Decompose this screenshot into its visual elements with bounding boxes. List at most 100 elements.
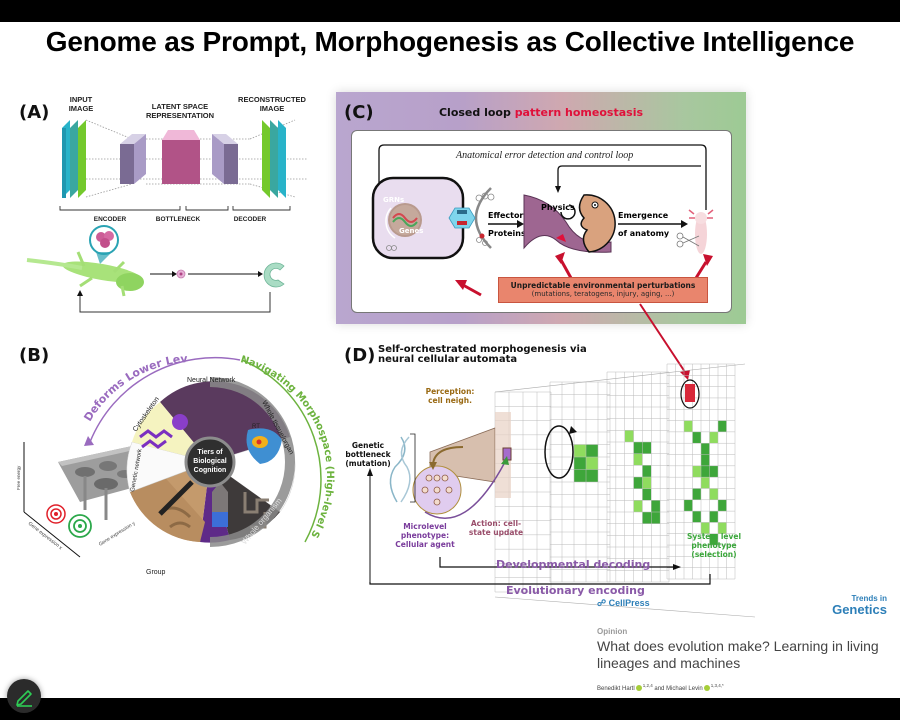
cellpress-icon: ☍ bbox=[597, 598, 607, 608]
grid-cell bbox=[684, 499, 693, 512]
journal-name: Trends in Genetics bbox=[832, 594, 887, 616]
panel-d-title-line2: neural cellular automata bbox=[378, 354, 518, 365]
grid-cell bbox=[709, 488, 718, 500]
salamander-loop bbox=[26, 225, 285, 313]
gene-x-axis: Gene expression x bbox=[27, 521, 64, 552]
input-image-line1: INPUT bbox=[69, 95, 93, 104]
microlevel-label: Microlevel phenotype: Cellular agent bbox=[390, 522, 460, 549]
cellpress-logo: ☍ CellPress bbox=[597, 598, 650, 609]
grid-cell bbox=[718, 522, 727, 534]
genetic-line1: Genetic bbox=[351, 441, 385, 450]
grid-layer bbox=[666, 363, 736, 580]
effector-label: Effector bbox=[488, 211, 523, 220]
grns-label: GRNs bbox=[383, 196, 404, 204]
free-energy-axis: Free energy bbox=[16, 465, 21, 490]
grid-cell bbox=[574, 457, 586, 470]
system-line1: System level bbox=[686, 532, 742, 541]
edit-button[interactable] bbox=[7, 679, 41, 713]
author-1-affil: 1,2,4 bbox=[642, 683, 653, 688]
authors: Benedikt Hartl1,2,4 and Michael Levin1,3… bbox=[597, 683, 724, 692]
grid-cell bbox=[701, 443, 710, 455]
grid-cell bbox=[633, 453, 643, 466]
grid-cell bbox=[651, 512, 661, 524]
segment-neural-network: Neural Network bbox=[187, 377, 236, 384]
developmental-decoding-label: Developmental decoding bbox=[496, 558, 651, 571]
panel-d-title-line1: Self-orchestrated morphogenesis via bbox=[378, 344, 587, 355]
action-line1: Action: cell- bbox=[470, 519, 522, 528]
grid-cell bbox=[642, 442, 652, 454]
article-type: Opinion bbox=[597, 627, 628, 636]
bottleneck-label: BOTTLENECK bbox=[155, 216, 201, 223]
action-line2: state update bbox=[468, 528, 524, 537]
microlevel-line1: Microlevel bbox=[403, 522, 447, 531]
system-level-label: System level phenotype (selection) bbox=[683, 532, 745, 559]
evolutionary-encoding-label: Evolutionary encoding bbox=[506, 584, 645, 597]
tiers-of-cognition-diagram: Deforms Lower Levels Navigating Morphosp… bbox=[6, 332, 335, 576]
grid-cell bbox=[642, 477, 652, 489]
perception-line2: cell neigh. bbox=[428, 396, 472, 405]
genetic-line3: (mutation) bbox=[345, 459, 391, 468]
author-2-affil: 1,3,4,* bbox=[710, 683, 724, 688]
reconstructed-line2: IMAGE bbox=[259, 104, 285, 113]
grid-cell bbox=[642, 488, 652, 501]
grid-cell bbox=[701, 477, 710, 489]
grid-cell bbox=[709, 465, 718, 478]
grid-cell bbox=[701, 522, 710, 534]
latent-label: LATENT SPACE REPRESENTATION bbox=[135, 102, 225, 120]
grid-cell bbox=[701, 465, 710, 478]
encoder-label: ENCODER bbox=[93, 216, 127, 223]
reconstructed-line1: RECONSTRUCTED bbox=[238, 95, 306, 104]
orcid-icon bbox=[635, 685, 642, 692]
microlevel-line3: Cellular agent bbox=[395, 540, 455, 549]
panel-a-label: (A) bbox=[19, 102, 50, 123]
microlevel-line2: phenotype: bbox=[400, 531, 450, 540]
latent-line1: LATENT SPACE bbox=[151, 102, 209, 111]
panel-c-title-highlight: pattern homeostasis bbox=[514, 106, 644, 119]
proteins-label: Proteins bbox=[488, 229, 526, 238]
grid-cell bbox=[586, 444, 598, 457]
grid-cell bbox=[692, 465, 701, 478]
grid-cell bbox=[642, 465, 652, 477]
tiers-line3: Cognition bbox=[194, 467, 227, 474]
publisher-name: CellPress bbox=[608, 598, 650, 608]
perturbation-box: Unpredictable environmental perturbation… bbox=[498, 277, 708, 303]
grid-cell bbox=[684, 420, 693, 432]
panel-c-label: (C) bbox=[344, 102, 374, 123]
grid-cell bbox=[692, 488, 701, 500]
nca-diagram bbox=[367, 363, 756, 618]
system-line2: phenotype bbox=[691, 541, 737, 550]
grid-layer bbox=[606, 371, 670, 583]
grid-cell bbox=[633, 477, 643, 489]
rt-annotation: RT bbox=[252, 424, 260, 430]
grid-cell bbox=[574, 469, 586, 482]
grid-cell bbox=[586, 457, 598, 470]
grid-cell bbox=[633, 500, 643, 512]
grid-cell bbox=[574, 444, 586, 457]
panel-c-title-prefix: Closed loop bbox=[438, 106, 515, 119]
orcid-icon bbox=[703, 685, 710, 692]
panel-c-title: Closed loop pattern homeostasis bbox=[336, 106, 746, 119]
perception-label: Perception: cell neigh. bbox=[420, 387, 480, 405]
autoencoder-diagram bbox=[59, 119, 308, 211]
perception-line1: Perception: bbox=[425, 387, 475, 396]
grid-cell bbox=[709, 533, 718, 546]
grid-layers bbox=[494, 363, 736, 593]
grid-cell bbox=[709, 511, 718, 523]
input-image-line2: IMAGE bbox=[68, 104, 94, 113]
latent-line2: REPRESENTATION bbox=[145, 111, 215, 120]
perturbation-subtitle: (mutations, teratogens, injury, aging, .… bbox=[531, 290, 675, 298]
journal-line1: Trends in bbox=[851, 594, 887, 603]
panel-d-title: Self-orchestrated morphogenesis via neur… bbox=[378, 345, 587, 365]
genetic-line2: bottleneck bbox=[345, 450, 391, 459]
segment-group: Group bbox=[146, 569, 166, 576]
physics-label: Physics bbox=[541, 203, 575, 212]
cognition-wheel: Tiers of Biological Cognition bbox=[126, 377, 296, 547]
system-line3: (selection) bbox=[691, 550, 737, 559]
homeostasis-diagram: GRNs Genes Effector Proteins Physics Eme… bbox=[371, 144, 714, 297]
slide: Genome as Prompt, Morphogenesis as Colle… bbox=[0, 22, 900, 698]
decoder-label: DECODER bbox=[233, 216, 267, 223]
grid-cell bbox=[709, 431, 718, 444]
gene-y-axis: Gene expression y bbox=[98, 520, 137, 547]
tiers-line2: Biological bbox=[193, 458, 227, 465]
authors-and: and bbox=[652, 686, 667, 692]
